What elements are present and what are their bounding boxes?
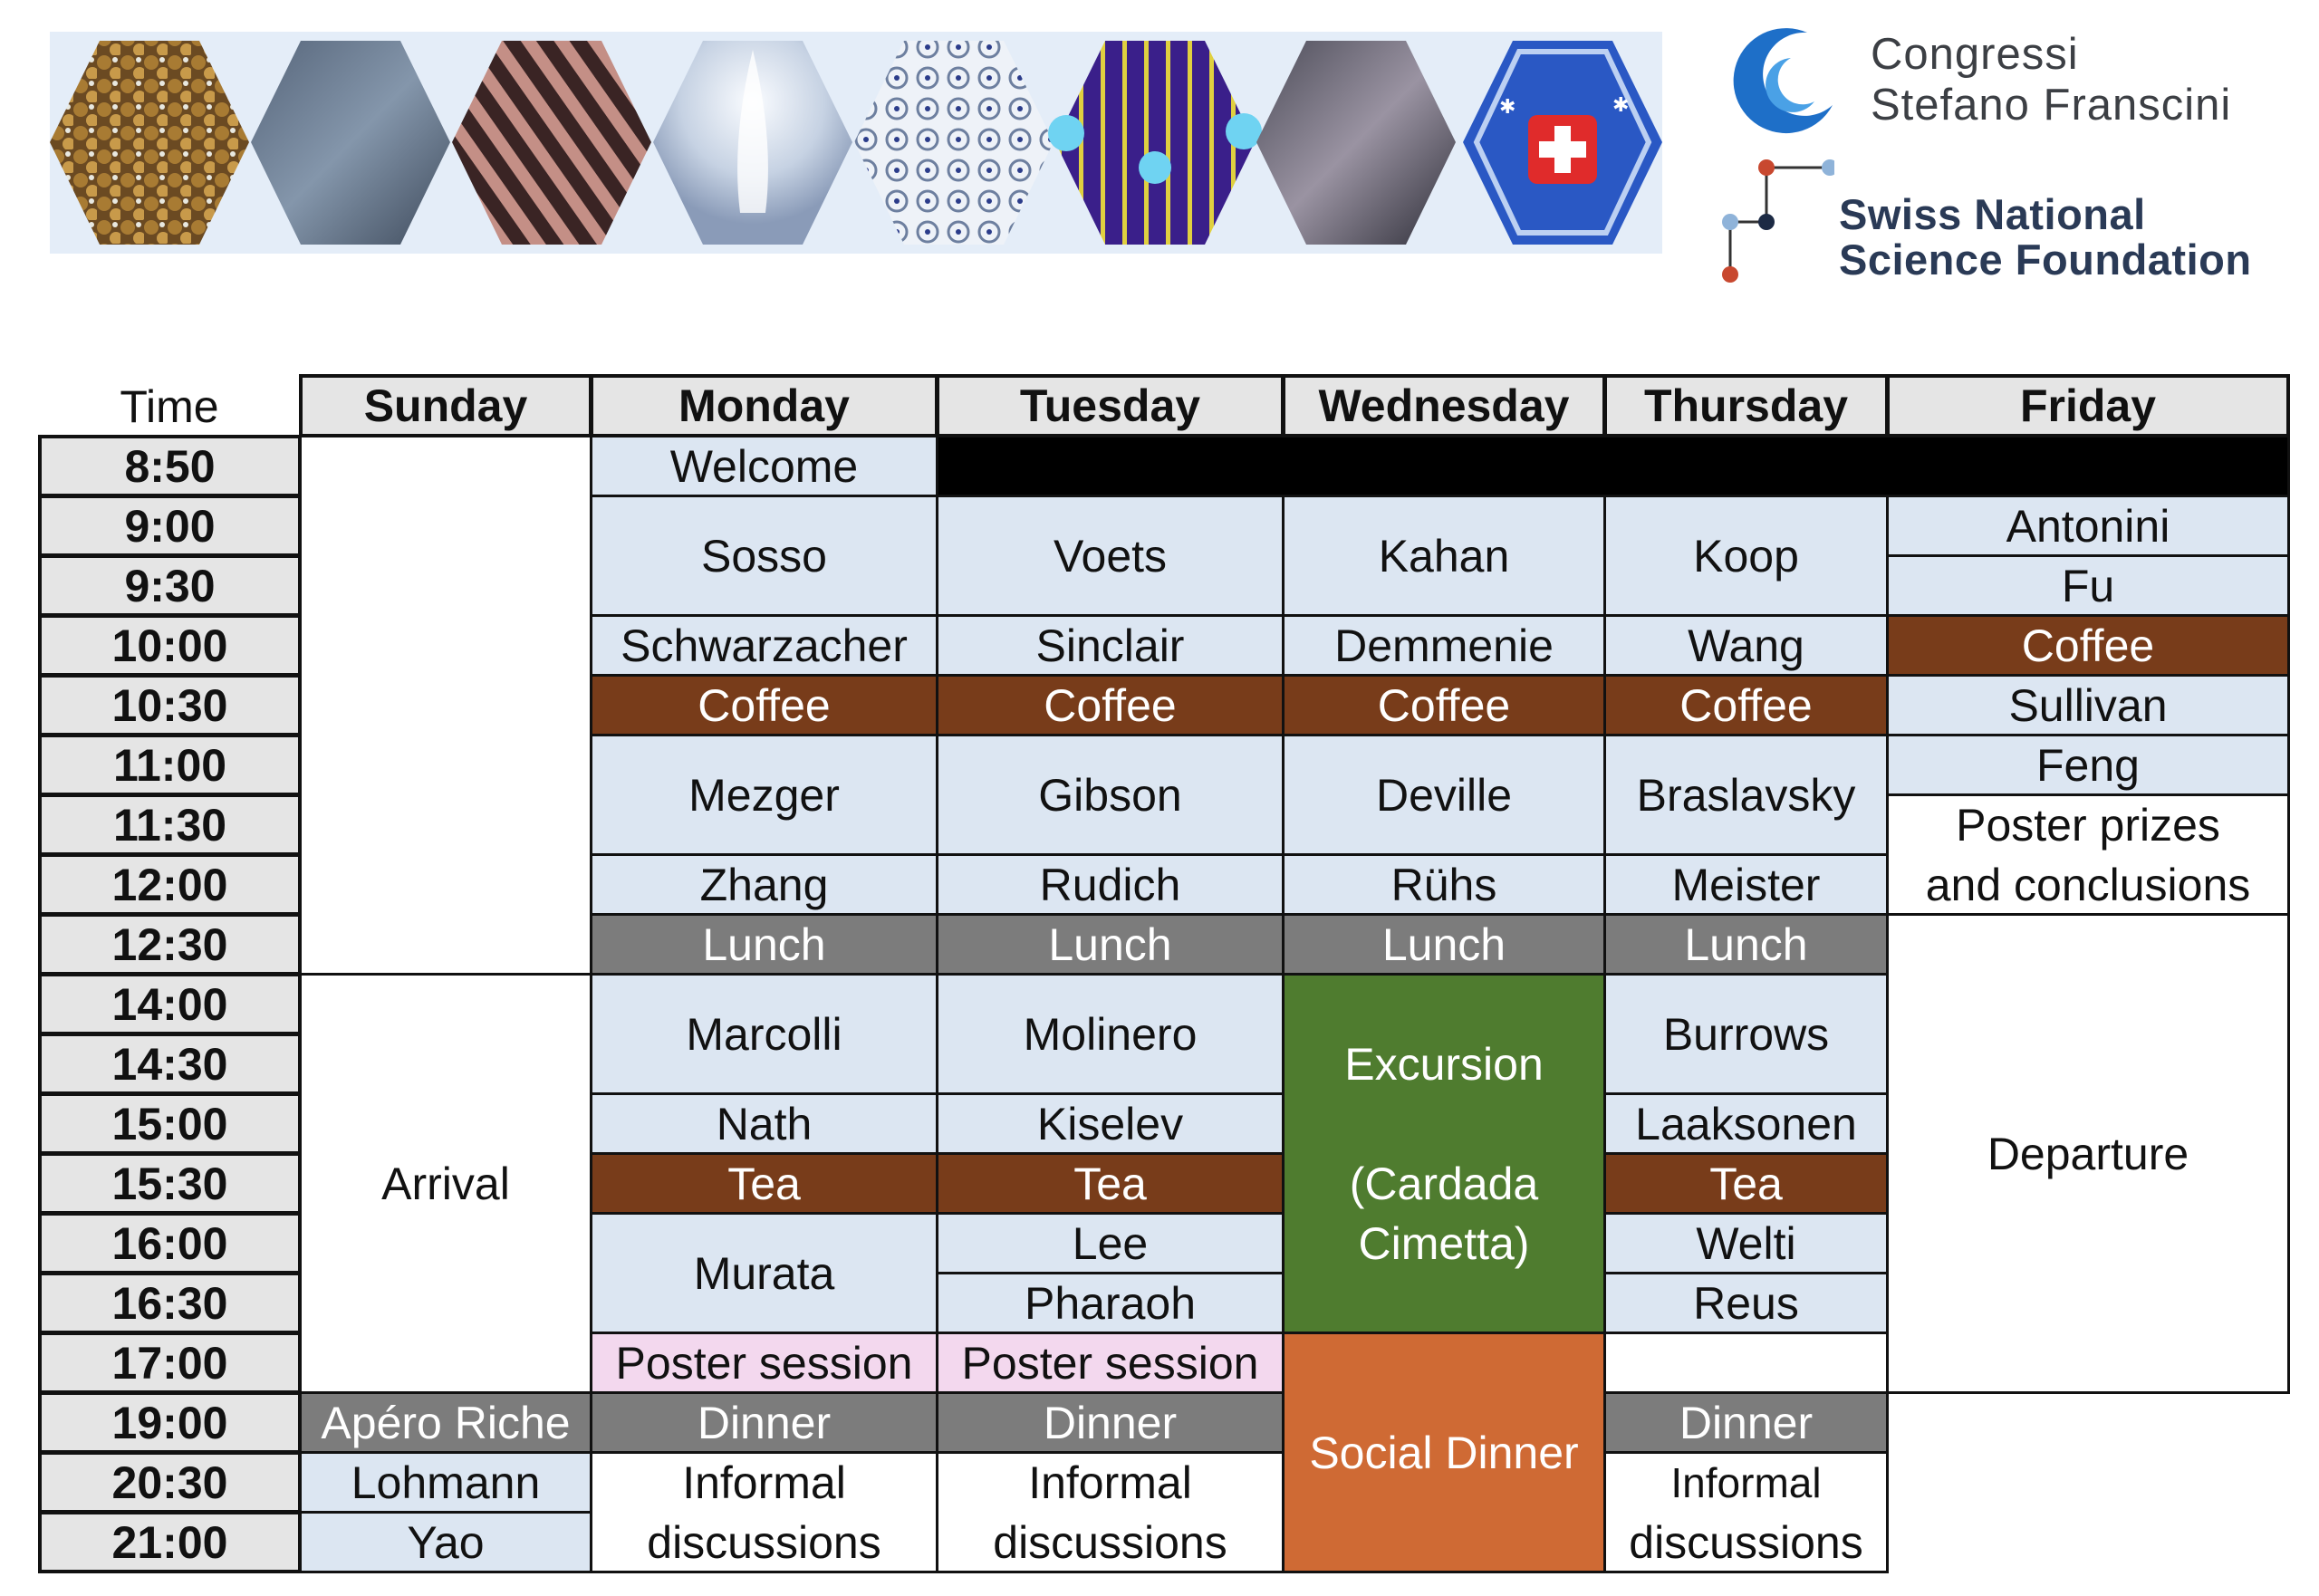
thursday-lunch: Lunch: [1603, 913, 1889, 976]
snsf-logo-icon: [1722, 159, 1834, 283]
time-slot: 10:00: [38, 614, 302, 677]
thursday-talk-welti: Welti: [1603, 1212, 1889, 1274]
congressi-logo-text: Congressi Stefano Franscini: [1871, 30, 2232, 130]
time-slot: 16:00: [38, 1212, 302, 1274]
monday-coffee: Coffee: [590, 674, 938, 736]
tuesday-poster-session: Poster session: [936, 1332, 1285, 1394]
thursday-talk-wang: Wang: [1603, 614, 1889, 677]
sponsor-logos: Congressi Stefano Franscini Swiss Nation…: [1708, 18, 2287, 290]
thursday-talk-burrows: Burrows: [1603, 973, 1889, 1095]
thursday-talk-meister: Meister: [1603, 853, 1889, 916]
monday-tea: Tea: [590, 1152, 938, 1215]
time-slot: 21:00: [38, 1511, 302, 1573]
time-slot: 9:00: [38, 495, 302, 557]
tuesday-lunch: Lunch: [936, 913, 1285, 976]
day-header-monday: Monday: [590, 374, 938, 437]
thursday-empty-slot: [1603, 1332, 1889, 1394]
time-slot: 16:30: [38, 1272, 302, 1334]
thursday-talk-braslavsky: Braslavsky: [1603, 734, 1889, 856]
friday-talk-antonini: Antonini: [1886, 495, 2290, 557]
blank-bar: [936, 435, 2290, 497]
day-header-tuesday: Tuesday: [936, 374, 1285, 437]
day-header-friday: Friday: [1886, 374, 2290, 437]
tuesday-talk-molinero: Molinero: [936, 973, 1285, 1095]
monday-poster-session: Poster session: [590, 1332, 938, 1394]
monday-talk-zhang: Zhang: [590, 853, 938, 916]
tuesday-talk-rudich: Rudich: [936, 853, 1285, 916]
time-slot: 14:00: [38, 973, 302, 1035]
monday-talk-nath: Nath: [590, 1092, 938, 1155]
friday-talk-feng: Feng: [1886, 734, 2290, 796]
day-header-wednesday: Wednesday: [1282, 374, 1606, 437]
time-slot: 19:00: [38, 1391, 302, 1454]
thursday-dinner: Dinner: [1603, 1391, 1889, 1454]
wednesday-lunch: Lunch: [1282, 913, 1606, 976]
friday-coffee: Coffee: [1886, 614, 2290, 677]
sunday-apero-riche: Apéro Riche: [299, 1391, 592, 1454]
time-slot: 20:30: [38, 1451, 302, 1514]
friday-talk-sullivan: Sullivan: [1886, 674, 2290, 736]
time-slot: 14:30: [38, 1033, 302, 1095]
monday-talk-mezger: Mezger: [590, 734, 938, 856]
monday-lunch: Lunch: [590, 913, 938, 976]
tuesday-talk-pharaoh: Pharaoh: [936, 1272, 1285, 1334]
thursday-tea: Tea: [1603, 1152, 1889, 1215]
monday-welcome: Welcome: [590, 435, 938, 497]
tuesday-talk-sinclair: Sinclair: [936, 614, 1285, 677]
time-slot: 11:30: [38, 793, 302, 856]
friday-talk-fu: Fu: [1886, 554, 2290, 617]
tuesday-talk-lee: Lee: [936, 1212, 1285, 1274]
monday-talk-marcolli: Marcolli: [590, 973, 938, 1095]
time-slot: 9:30: [38, 554, 302, 617]
time-column-header: Time: [38, 377, 301, 437]
time-slot: 12:30: [38, 913, 302, 976]
tuesday-coffee: Coffee: [936, 674, 1285, 736]
sunday-talk-lohmann: Lohmann: [299, 1451, 592, 1514]
snsf-logo-text: Swiss National Science Foundation: [1839, 190, 2252, 284]
wednesday-excursion: Excursion (Cardada Cimetta): [1282, 973, 1606, 1334]
wednesday-talk-ruehs: Rühs: [1282, 853, 1606, 916]
time-slot: 15:30: [38, 1152, 302, 1215]
svg-text:✱: ✱: [1612, 94, 1629, 117]
thursday-talk-reus: Reus: [1603, 1272, 1889, 1334]
monday-talk-murata: Murata: [590, 1212, 938, 1334]
tuesday-tea: Tea: [936, 1152, 1285, 1215]
sunday-empty-morning: [299, 435, 592, 976]
banner-hexagon-images: ✱ ✱: [50, 41, 1662, 245]
tuesday-talk-gibson: Gibson: [936, 734, 1285, 856]
wednesday-coffee: Coffee: [1282, 674, 1606, 736]
monday-talk-sosso: Sosso: [590, 495, 938, 617]
sunday-arrival: Arrival: [299, 973, 592, 1394]
time-slot: 12:00: [38, 853, 302, 916]
time-slot: 8:50: [38, 435, 302, 497]
time-slot: 15:00: [38, 1092, 302, 1155]
tuesday-dinner: Dinner: [936, 1391, 1285, 1454]
wednesday-talk-kahan: Kahan: [1282, 495, 1606, 617]
monday-talk-schwarzacher: Schwarzacher: [590, 614, 938, 677]
thursday-talk-laaksonen: Laaksonen: [1603, 1092, 1889, 1155]
time-slot: 11:00: [38, 734, 302, 796]
wednesday-talk-demmenie: Demmenie: [1282, 614, 1606, 677]
tuesday-talk-voets: Voets: [936, 495, 1285, 617]
day-header-sunday: Sunday: [299, 374, 592, 437]
friday-departure: Departure: [1886, 913, 2290, 1394]
day-header-thursday: Thursday: [1603, 374, 1889, 437]
header-banner: ✱ ✱: [50, 32, 1662, 254]
time-slot: 10:30: [38, 674, 302, 736]
congressi-logo-icon: [1733, 28, 1833, 134]
tuesday-talk-kiselev: Kiselev: [936, 1092, 1285, 1155]
sunday-talk-yao: Yao: [299, 1511, 592, 1573]
wednesday-talk-deville: Deville: [1282, 734, 1606, 856]
thursday-coffee: Coffee: [1603, 674, 1889, 736]
monday-dinner: Dinner: [590, 1391, 938, 1454]
time-slot: 17:00: [38, 1332, 302, 1394]
thursday-talk-koop: Koop: [1603, 495, 1889, 617]
wednesday-social-dinner: Social Dinner: [1282, 1332, 1606, 1573]
svg-text:✱: ✱: [1499, 96, 1516, 119]
